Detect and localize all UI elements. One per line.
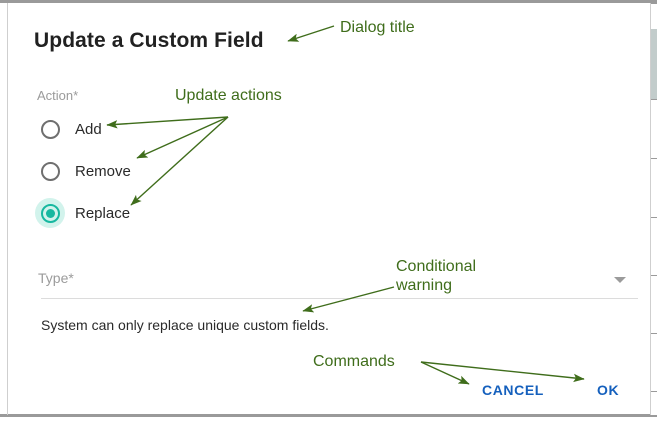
scrollbar-tick xyxy=(651,217,657,218)
window-left-gutter xyxy=(0,3,7,415)
scrollbar-tick xyxy=(651,3,657,4)
window-bottom-border xyxy=(0,414,657,417)
update-custom-field-dialog: Update a Custom Field Action* Add Remove xyxy=(8,3,650,400)
conditional-warning-text: System can only replace unique custom fi… xyxy=(41,317,329,333)
window-bottom-gutter xyxy=(8,400,650,414)
window-top-border xyxy=(0,0,657,3)
type-field-label: Type* xyxy=(38,270,74,286)
radio-dot-icon xyxy=(45,208,55,218)
type-select[interactable] xyxy=(41,265,638,300)
radio-label-add: Add xyxy=(75,120,102,138)
scrollbar-tick xyxy=(651,333,657,334)
radio-button-add[interactable] xyxy=(35,114,65,144)
radio-circle-icon xyxy=(40,161,60,181)
scrollbar-thumb[interactable] xyxy=(651,29,657,99)
radio-option-remove[interactable]: Remove xyxy=(35,156,131,186)
radio-button-remove[interactable] xyxy=(35,156,65,186)
cancel-button[interactable]: CANCEL xyxy=(482,382,544,398)
type-select-underline xyxy=(41,298,638,299)
ok-button[interactable]: OK xyxy=(597,382,620,398)
page-title: Update a Custom Field xyxy=(34,29,264,52)
chevron-down-icon[interactable] xyxy=(614,277,626,283)
window-left-border xyxy=(7,3,8,415)
radio-dot-icon xyxy=(46,125,55,134)
scrollbar-tick xyxy=(651,99,657,100)
radio-circle-icon xyxy=(40,203,60,223)
radio-circle-icon xyxy=(40,119,60,139)
action-field-label: Action* xyxy=(37,88,79,103)
radio-dot-icon xyxy=(46,167,55,176)
radio-option-replace[interactable]: Replace xyxy=(35,198,130,228)
radio-option-add[interactable]: Add xyxy=(35,114,102,144)
scrollbar-tick xyxy=(651,391,657,392)
radio-label-replace: Replace xyxy=(75,204,131,222)
scrollbar-tick xyxy=(651,275,657,276)
radio-button-replace[interactable] xyxy=(35,198,65,228)
window-right-border xyxy=(650,3,651,415)
scrollbar-tick xyxy=(651,158,657,159)
vertical-scrollbar[interactable] xyxy=(651,3,657,415)
radio-label-remove: Remove xyxy=(75,162,131,180)
